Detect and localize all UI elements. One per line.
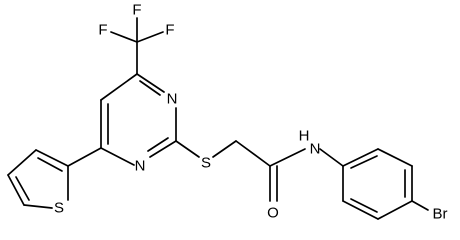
bond-pyr-c4-n3 <box>136 73 165 93</box>
bond-aryl-1-2 <box>342 148 379 167</box>
bond-n-aryl <box>319 148 344 167</box>
atom-label-fluorine-top: F <box>132 2 141 19</box>
atom-label-thioether-sulfur: S <box>201 155 211 172</box>
atom-label-amide-hydrogen: H <box>299 128 310 145</box>
bond-pyr-c5-c4 <box>100 73 138 101</box>
bond-pyr-n1-c6 <box>100 147 135 166</box>
atom-label-pyrimidine-nitrogen-bottom: N <box>135 158 146 175</box>
bond-aryl-1-2-double <box>350 155 378 169</box>
bond-thio-c5-s <box>23 204 53 209</box>
bond-s-ch2 <box>212 140 237 158</box>
bond-aryl-br <box>411 200 429 211</box>
bond-thio-c3-c4 <box>7 149 37 176</box>
atom-label-carbonyl-oxygen: O <box>267 205 279 222</box>
bond-aryl-5-6 <box>342 200 379 220</box>
bond-pyr-c4-n3-double <box>139 80 161 96</box>
atom-label-bromine: Br <box>433 206 448 223</box>
bond-aryl-5-6-double <box>350 198 378 213</box>
bond-pyr-c2-n1-double <box>147 137 169 152</box>
bond-carbonyl-n <box>269 148 306 167</box>
atom-labels: F F F N N S H N O S Br <box>54 2 448 223</box>
atom-label-pyrimidine-nitrogen-top: N <box>167 91 178 108</box>
bond-thio-c4-c5 <box>7 174 25 206</box>
bond-cf3-c-f-right <box>136 31 164 43</box>
bond-aryl-2-3 <box>377 148 413 167</box>
atom-label-fluorine-right: F <box>165 22 174 39</box>
bond-cf3-c-f-left <box>110 31 138 43</box>
bond-pyr-c2-n1 <box>149 140 177 158</box>
bond-thio-c4-c5-double <box>15 176 30 201</box>
atom-label-fluorine-left: F <box>98 22 107 39</box>
atom-label-amide-nitrogen: N <box>310 141 321 158</box>
bond-thio-c2-c3 <box>35 149 69 167</box>
bond-pyr-to-thiophene <box>67 147 102 167</box>
bond-lines <box>7 17 429 220</box>
bond-ch2-carbonyl <box>235 140 271 167</box>
bond-c2-s <box>175 140 200 158</box>
atom-label-thiophene-sulfur: S <box>54 200 64 217</box>
bond-thio-c2-c3-double <box>37 157 63 172</box>
bond-aryl-4-5 <box>377 200 413 220</box>
